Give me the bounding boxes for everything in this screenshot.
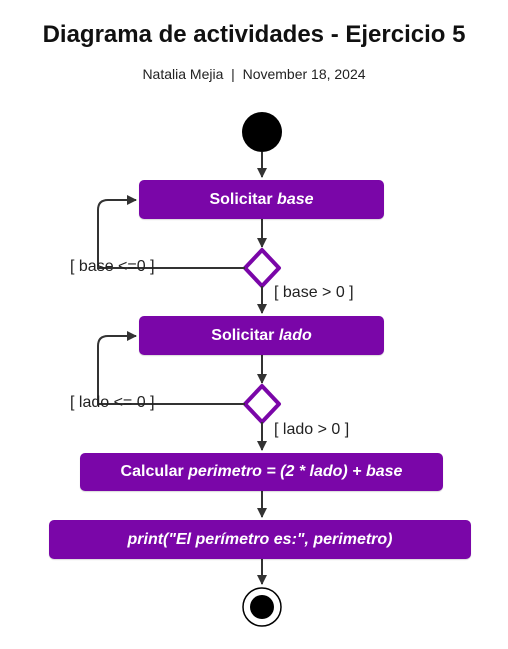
guard-lado-valid: [ lado > 0 ] bbox=[274, 421, 350, 438]
node-variable: base bbox=[277, 190, 314, 208]
flow-base-loop bbox=[97, 195, 245, 269]
guard-base-invalid: [ base <=0 ] bbox=[70, 258, 155, 275]
guard-lado-invalid: [ lado <= 0 ] bbox=[70, 394, 155, 411]
activity-print-perimetro: print("El perímetro es:", perimetro) bbox=[49, 520, 471, 559]
node-variable: lado bbox=[278, 326, 312, 344]
decision-lado bbox=[243, 384, 281, 424]
activity-solicitar-lado: Solicitar lado bbox=[139, 316, 384, 355]
node-prefix: Calcular bbox=[120, 463, 189, 480]
node-formula: perimetro = (2 * lado) + base bbox=[188, 463, 403, 480]
guard-base-valid: [ base > 0 ] bbox=[274, 284, 354, 301]
final-node bbox=[250, 595, 274, 619]
diagram-date: November 18, 2024 bbox=[242, 66, 366, 82]
diagram-title: Diagrama de actividades - Ejercicio 5 bbox=[42, 21, 466, 48]
node-prefix: Solicitar bbox=[211, 326, 279, 344]
node-prefix: Solicitar bbox=[209, 190, 278, 208]
activity-calcular-perimetro: Calcular perimetro = (2 * lado) + base bbox=[80, 453, 443, 491]
flow-lado-loop bbox=[97, 331, 245, 405]
subtitle-separator: | bbox=[231, 66, 235, 82]
node-print-statement: print("El perímetro es:", perimetro) bbox=[127, 530, 393, 548]
initial-node bbox=[242, 112, 282, 152]
diagram-subtitle: Natalia Mejia | November 18, 2024 bbox=[0, 66, 508, 82]
decision-base bbox=[243, 248, 281, 288]
author-name: Natalia Mejia bbox=[142, 66, 224, 82]
activity-solicitar-base: Solicitar base bbox=[139, 180, 384, 219]
